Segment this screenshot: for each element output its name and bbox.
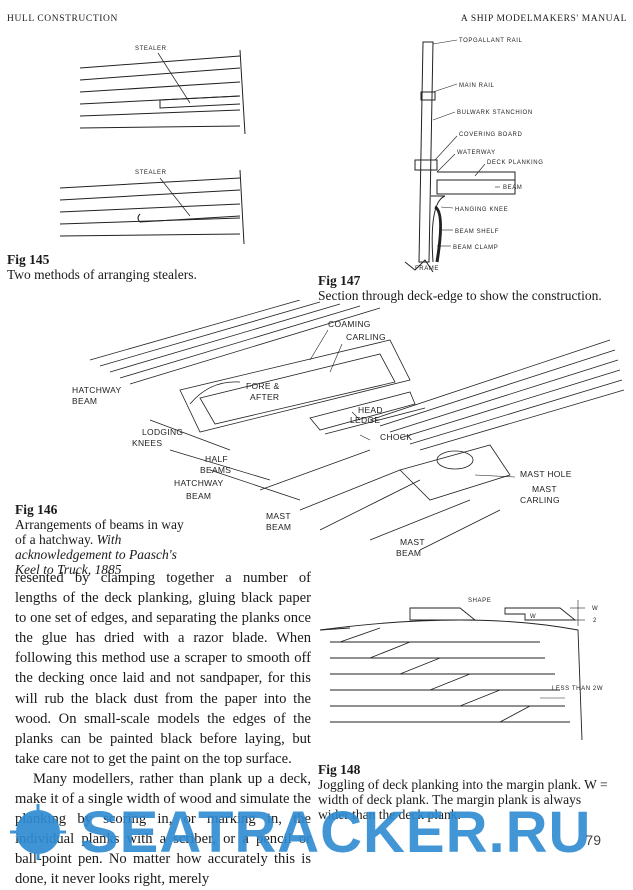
carling-label: CARLING [346, 332, 386, 342]
fig146-caption-line1: Arrangements of beams in way [15, 517, 184, 532]
svg-text:SEATRACKER.RU: SEATRACKER.RU [80, 800, 591, 860]
mast-beam-1-label-line1: MAST [266, 511, 291, 521]
beam-shelf-label: BEAM SHELF [455, 229, 499, 235]
coaming-label: COAMING [328, 319, 371, 329]
head-ledge-label-line2: LEDGE [350, 415, 380, 425]
mast-hole-label: MAST HOLE [520, 469, 572, 479]
mast-carling-label-line1: MAST [532, 484, 557, 494]
fig148-caption-text: Joggling of deck planking into the margi… [318, 777, 608, 822]
mast-carling-label-line2: CARLING [520, 495, 560, 505]
fig148-title: Fig 148 [318, 762, 361, 777]
w-half-label-bottom: 2 [593, 618, 597, 624]
fig146-caption-line2: of a hatchway. [15, 532, 97, 547]
fig148-drawing: SHAPE W W 2 LESS THAN 2W [319, 598, 603, 741]
covering-board-label: COVERING BOARD [459, 132, 522, 138]
watermark-logo: SEATRACKER.RU [10, 800, 591, 860]
bulwark-stanchion-label: BULWARK STANCHION [457, 110, 533, 116]
mast-beam-2-label-line1: MAST [400, 537, 425, 547]
stealer-label-1: STEALER [135, 46, 167, 52]
half-beams-label-line1: HALF [205, 454, 228, 464]
frame-label: FRAME [415, 266, 439, 272]
deck-planking-label: DECK PLANKING [487, 160, 543, 166]
fig146-drawing: COAMING CARLING HATCHWAY BEAM FORE & AFT… [72, 300, 625, 558]
shape-label: SHAPE [468, 598, 491, 604]
main-rail-label: MAIN RAIL [459, 83, 494, 89]
fig145-caption-text: Two methods of arranging stealers. [7, 267, 197, 282]
fig146-title: Fig 146 [15, 502, 58, 517]
w-label: W [530, 614, 536, 620]
fig148-caption: Fig 148 Joggling of deck planking into t… [318, 762, 608, 822]
mast-beam-1-label-line2: BEAM [266, 522, 291, 532]
fore-after-label-line1: FORE & [246, 381, 279, 391]
hatchway-beam-2-label-line1: HATCHWAY [174, 478, 223, 488]
waterway-label: WATERWAY [457, 150, 496, 156]
lodging-knees-label-line1: LODGING [142, 427, 183, 437]
beam-label: BEAM [503, 185, 522, 191]
fig147-caption: Fig 147 Section through deck-edge to sho… [318, 273, 628, 303]
hatchway-beam-1-label-line2: BEAM [72, 396, 97, 406]
hanging-knee-label: HANGING KNEE [455, 207, 508, 213]
fig146-caption-italic: With acknowledgement to Paasch's [15, 532, 177, 562]
paragraph-1: resented by clamping together a number o… [15, 570, 311, 767]
fig146-caption-line3: Keel to Truck, 1885 [15, 562, 122, 577]
mast-beam-2-label-line2: BEAM [396, 548, 421, 558]
fore-after-label-line2: AFTER [250, 392, 279, 402]
running-header-left: HULL CONSTRUCTION [7, 14, 118, 24]
stealer-label-2: STEALER [135, 170, 167, 176]
lodging-knees-label-line2: KNEES [132, 438, 162, 448]
topgallant-rail-label: TOPGALLANT RAIL [459, 38, 523, 44]
page-number: 79 [585, 832, 601, 848]
hatchway-beam-1-label-line1: HATCHWAY [72, 385, 121, 395]
fig147-title: Fig 147 [318, 273, 361, 288]
fig147-drawing: TOPGALLANT RAIL MAIN RAIL BULWARK STANCH… [404, 38, 543, 273]
beam-clamp-label: BEAM CLAMP [453, 245, 498, 251]
head-ledge-label-line1: HEAD [358, 405, 383, 415]
fig145-title: Fig 145 [7, 252, 50, 267]
w-half-label-top: W [592, 606, 598, 612]
half-beams-label-line2: BEAMS [200, 465, 231, 475]
less-than-2w-label: LESS THAN 2W [552, 686, 603, 692]
fig146-caption: Fig 146 Arrangements of beams in way of … [15, 502, 205, 577]
running-header-right: A SHIP MODELMAKERS' MANUAL [460, 14, 627, 24]
hatchway-beam-2-label-line2: BEAM [186, 491, 211, 501]
fig147-caption-text: Section through deck-edge to show the co… [318, 288, 602, 303]
fig145-caption: Fig 145 Two methods of arranging stealer… [7, 252, 277, 282]
chock-label: CHOCK [380, 432, 412, 442]
fig145-drawing: STEALER STEALER [59, 46, 246, 245]
